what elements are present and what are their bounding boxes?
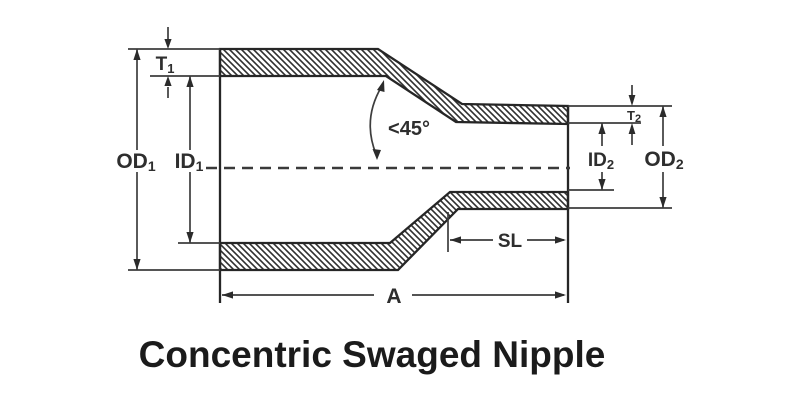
od2-arrow-bottom — [659, 197, 667, 208]
pipe-body — [218, 47, 570, 303]
t2-dimension: T2 — [627, 85, 641, 145]
t1-label: T1 — [156, 54, 175, 76]
od2-label: OD2 — [644, 148, 684, 172]
t2-arrow-top — [628, 95, 636, 106]
angle-label: <45° — [388, 118, 430, 140]
od1-arrow-bottom — [133, 259, 141, 270]
od2-arrow-top — [659, 106, 667, 117]
a-arrow-left — [222, 291, 233, 299]
od1-dimension: OD1 — [116, 49, 156, 270]
diagram-title: Concentric Swaged Nipple — [138, 334, 606, 375]
extension-lines — [128, 48, 672, 271]
sl-label: SL — [498, 231, 523, 252]
id2-label: ID2 — [588, 150, 614, 172]
id2-dimension: ID2 — [588, 123, 614, 190]
od1-arrow-top — [133, 49, 141, 60]
t1-arrow-top — [164, 39, 172, 49]
pipe-top-wall — [218, 47, 570, 126]
t2-arrow-bottom — [628, 123, 636, 134]
id2-arrow-top — [598, 123, 606, 134]
id1-arrow-top — [186, 76, 194, 87]
t1-arrow-bottom — [164, 76, 172, 86]
angle-arrow-bottom — [372, 149, 381, 160]
t1-dimension: T1 — [156, 27, 175, 98]
a-label: A — [386, 285, 401, 308]
sl-arrow-left — [450, 236, 461, 244]
a-dimension: A — [222, 285, 566, 308]
angle-arrow-top — [377, 80, 385, 92]
sl-dimension: SL — [450, 231, 566, 252]
id2-arrow-bottom — [598, 179, 606, 190]
angle-annotation: <45° — [369, 80, 430, 160]
od1-label: OD1 — [116, 150, 156, 174]
a-arrow-right — [555, 291, 566, 299]
od2-dimension: OD2 — [644, 106, 684, 208]
id1-arrow-bottom — [186, 232, 194, 243]
id1-label: ID1 — [175, 150, 204, 174]
id1-dimension: ID1 — [175, 76, 204, 243]
sl-arrow-right — [555, 236, 566, 244]
t2-label: T2 — [627, 108, 641, 125]
angle-arc — [369, 85, 383, 155]
